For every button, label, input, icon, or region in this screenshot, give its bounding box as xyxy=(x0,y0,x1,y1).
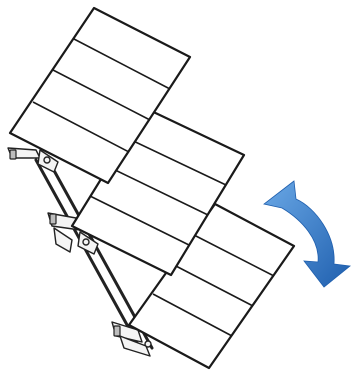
solar-tracker-diagram xyxy=(0,0,356,371)
diagram-svg xyxy=(0,0,356,371)
